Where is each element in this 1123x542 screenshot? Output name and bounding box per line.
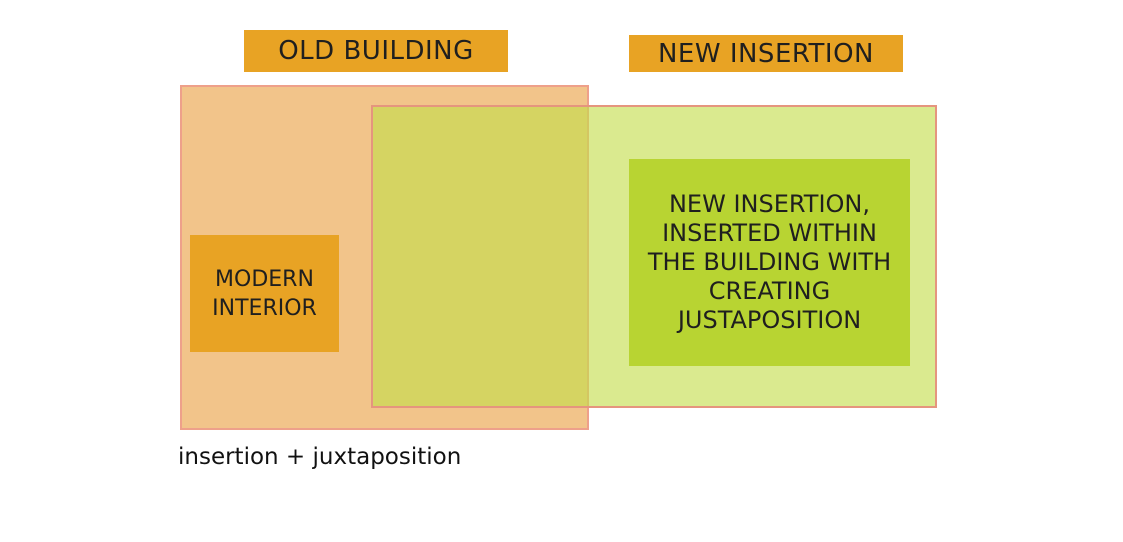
modern-interior-line-2: INTERIOR [212, 295, 317, 321]
insertion-note-box: NEW INSERTION, INSERTED WITHIN THE BUILD… [629, 159, 910, 366]
modern-interior-line-1: MODERN [215, 266, 314, 292]
insertion-note-line-2: INSERTED WITHIN [662, 219, 877, 247]
insertion-note-line-1: NEW INSERTION, [668, 190, 871, 218]
insertion-note-line-4: CREATING [708, 277, 831, 305]
new-insertion-label: NEW INSERTION [629, 35, 903, 72]
diagram-caption: insertion + juxtaposition [178, 444, 462, 470]
insertion-note-line-3: THE BUILDING WITH [647, 248, 892, 276]
modern-interior-box: MODERN INTERIOR [190, 235, 339, 352]
new-insertion-label-text: NEW INSERTION [657, 38, 875, 69]
old-building-label-text: OLD BUILDING [278, 36, 474, 66]
old-building-label: OLD BUILDING [244, 30, 508, 72]
insertion-note-line-5: JUSTAPOSITION [677, 306, 862, 334]
